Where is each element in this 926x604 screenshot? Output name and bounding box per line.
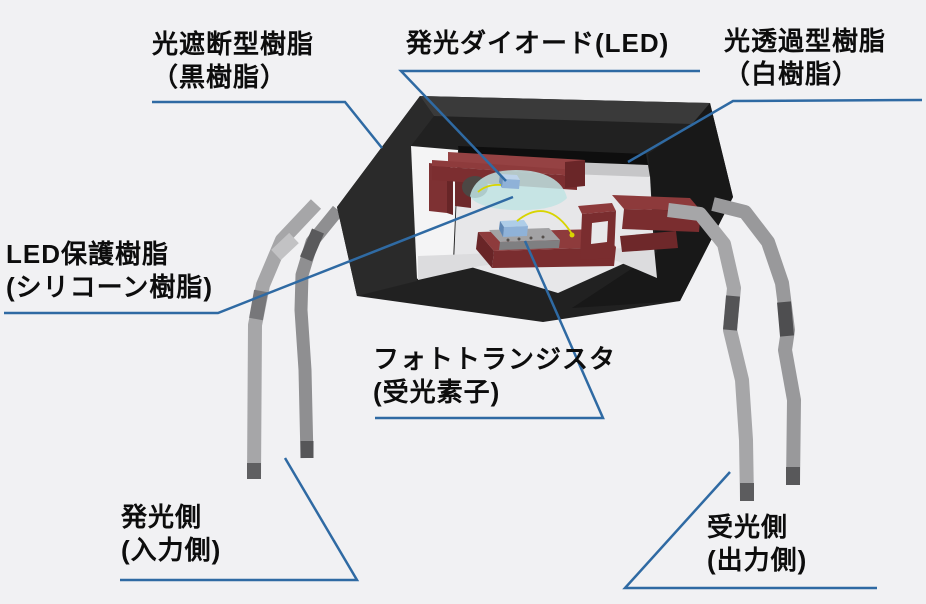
right-lead-inner-shadow <box>723 295 740 331</box>
label-line: （黒樹脂） <box>152 62 288 92</box>
label-line: 受光側 <box>707 512 789 542</box>
exit-bar-lower <box>620 231 678 252</box>
left-leads <box>247 199 344 479</box>
label-line: (シリコーン樹脂) <box>6 272 214 302</box>
left-lead-outer <box>247 199 322 479</box>
label-line: (出力側) <box>707 545 808 575</box>
solder-dot <box>541 235 545 239</box>
led-bond-wire <box>477 183 502 193</box>
led-chip-front <box>502 179 520 189</box>
label-line: （白樹脂） <box>724 59 860 89</box>
label-led: 発光ダイオード(LED) <box>406 27 669 60</box>
right-lead-outer-shadow <box>777 301 794 337</box>
package-left-face <box>337 96 434 296</box>
label-led-protective-resin: LED保護樹脂 (シリコーン樹脂) <box>6 238 213 304</box>
label-phototransistor: フォトトランジスタ (受光素子) <box>373 343 616 409</box>
leader-emitting-side <box>120 457 360 582</box>
cavity-floor <box>418 247 657 280</box>
leader-led-protective-resin <box>4 195 514 315</box>
label-light-blocking-resin: 光遮断型樹脂 （黒樹脂） <box>152 28 314 94</box>
label-line: LED保護樹脂 <box>6 239 170 269</box>
label-line: 光透過型樹脂 <box>724 26 887 56</box>
label-light-transmitting-resin: 光透過型樹脂 （白樹脂） <box>724 25 886 91</box>
frame-post-top <box>578 203 616 214</box>
label-receiving-side: 受光側 (出力側) <box>707 511 807 577</box>
solder-dot <box>506 238 510 242</box>
die-pad-front <box>499 240 560 250</box>
die-pad-slab-left <box>476 232 494 268</box>
label-line: (受光素子) <box>373 377 501 407</box>
silicone-dome <box>470 170 567 211</box>
package-right-face <box>572 103 733 308</box>
label-line: 発光ダイオード(LED) <box>406 28 670 58</box>
led-frame-front-rail-top <box>432 160 577 176</box>
left-lead-inner-shadow <box>300 228 324 262</box>
solder-dot <box>517 237 521 241</box>
leader-light-blocking-resin <box>152 100 383 149</box>
phototransistor-chip-front <box>503 226 528 237</box>
led-frame-right-end <box>565 160 585 188</box>
label-emitting-side: 発光側 (入力側) <box>121 501 221 567</box>
label-line: フォトトランジスタ <box>373 344 617 374</box>
phototransistor-chip-side <box>499 221 504 237</box>
bond-wire-pad <box>569 232 575 238</box>
label-line: (入力側) <box>121 535 222 565</box>
leader-led <box>398 69 700 182</box>
leader-lines <box>4 69 923 590</box>
left-lead-outer-highlight <box>271 232 299 261</box>
phototransistor-bond-wire <box>516 210 573 235</box>
phototransistor-chip-top <box>500 220 528 227</box>
package-top-face <box>420 96 710 124</box>
label-line: 光遮断型樹脂 <box>152 29 315 59</box>
phototransistor-lead-frame <box>476 195 701 268</box>
right-leads <box>667 197 801 501</box>
solder-dot <box>529 236 533 240</box>
frame-post-hole <box>591 221 608 244</box>
leader-phototransistor <box>375 240 605 420</box>
cavity-roof-underside <box>458 146 648 165</box>
leader-light-transmitting-resin <box>627 98 923 164</box>
leader-receiving-side <box>622 471 877 590</box>
label-line: 発光側 <box>121 502 203 532</box>
